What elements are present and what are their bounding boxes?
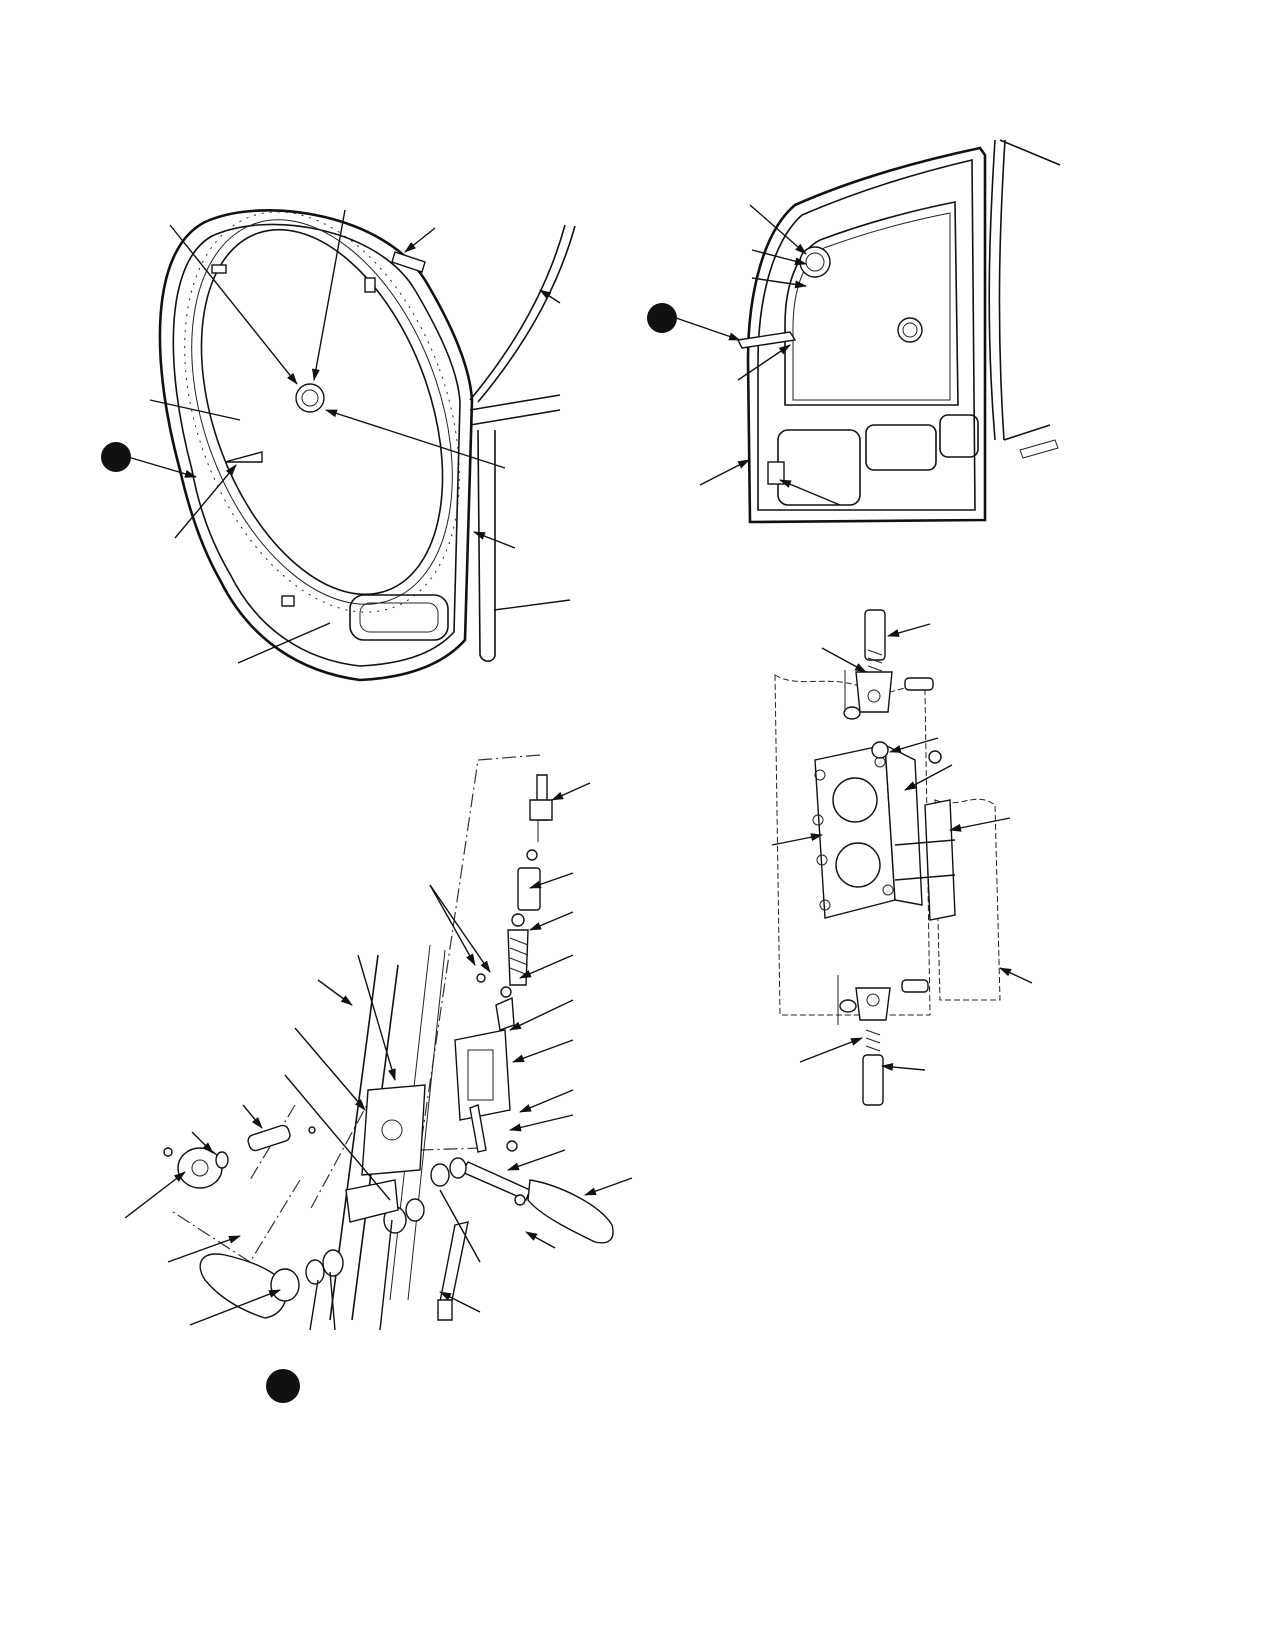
svg-text:A: A [0, 0, 6, 10]
detail-a-label: A [0, 0, 300, 1403]
detail-a-callout-round-door: A [0, 0, 131, 472]
round-door-view: A [0, 0, 576, 682]
detail-a-callout-square-door: A [0, 0, 677, 333]
square-door-view: A [0, 0, 1061, 524]
lock-bracket-view [771, 609, 1033, 1106]
latch-exploded-view: A [0, 0, 633, 1403]
svg-text:A: A [0, 0, 6, 10]
svg-text:A: A [0, 0, 6, 10]
